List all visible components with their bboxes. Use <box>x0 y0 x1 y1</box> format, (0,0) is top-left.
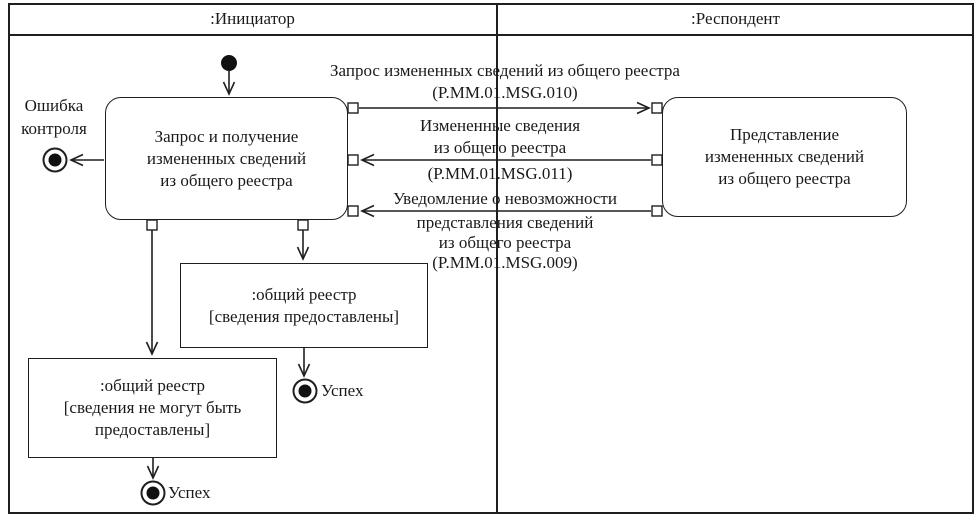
lane-divider <box>496 3 498 514</box>
activity-provide-box: Представление измененных сведений из общ… <box>662 97 907 217</box>
message-label-request: Запрос измененных сведений из общего рее… <box>330 61 680 102</box>
lane-header-separator <box>8 34 974 36</box>
message-label-impossible-above: Уведомление о невозможности <box>393 189 617 208</box>
pin-icon <box>347 205 359 217</box>
pin-icon <box>651 205 663 217</box>
message-label-changed-info-below: (P.MM.01.MSG.011) <box>427 164 573 183</box>
lane-header-respondent: :Респондент <box>691 9 780 28</box>
diagram-frame <box>8 3 974 514</box>
success-bottom-label: Успех <box>168 483 211 502</box>
success-final-node-dot-icon <box>146 486 160 500</box>
message-label-changed-info-above: Измененные сведения из общего реестра <box>419 116 581 157</box>
initial-node-icon <box>221 55 237 71</box>
activity-request-box: Запрос и получение измененных сведений и… <box>105 97 348 220</box>
object-not-provided-box: :общий реестр [сведения не могут быть пр… <box>28 358 277 458</box>
error-final-node-dot-icon <box>48 153 62 167</box>
pin-icon <box>297 219 309 231</box>
object-provided-box: :общий реестр [сведения предоставлены] <box>180 263 428 348</box>
success-mid-label: Успех <box>321 381 364 400</box>
success-final-node-dot-icon <box>298 384 312 398</box>
lane-header-initiator: :Инициатор <box>210 9 295 28</box>
pin-icon <box>347 102 359 114</box>
pin-icon <box>651 154 663 166</box>
pin-icon <box>651 102 663 114</box>
error-final-node-icon <box>42 147 68 173</box>
message-label-impossible-below: представления сведений из общего реестра… <box>416 213 594 272</box>
pin-icon <box>146 219 158 231</box>
error-final-label: Ошибка контроля <box>21 96 87 138</box>
success-final-node-icon <box>140 480 166 506</box>
success-final-node-icon <box>292 378 318 404</box>
pin-icon <box>347 154 359 166</box>
